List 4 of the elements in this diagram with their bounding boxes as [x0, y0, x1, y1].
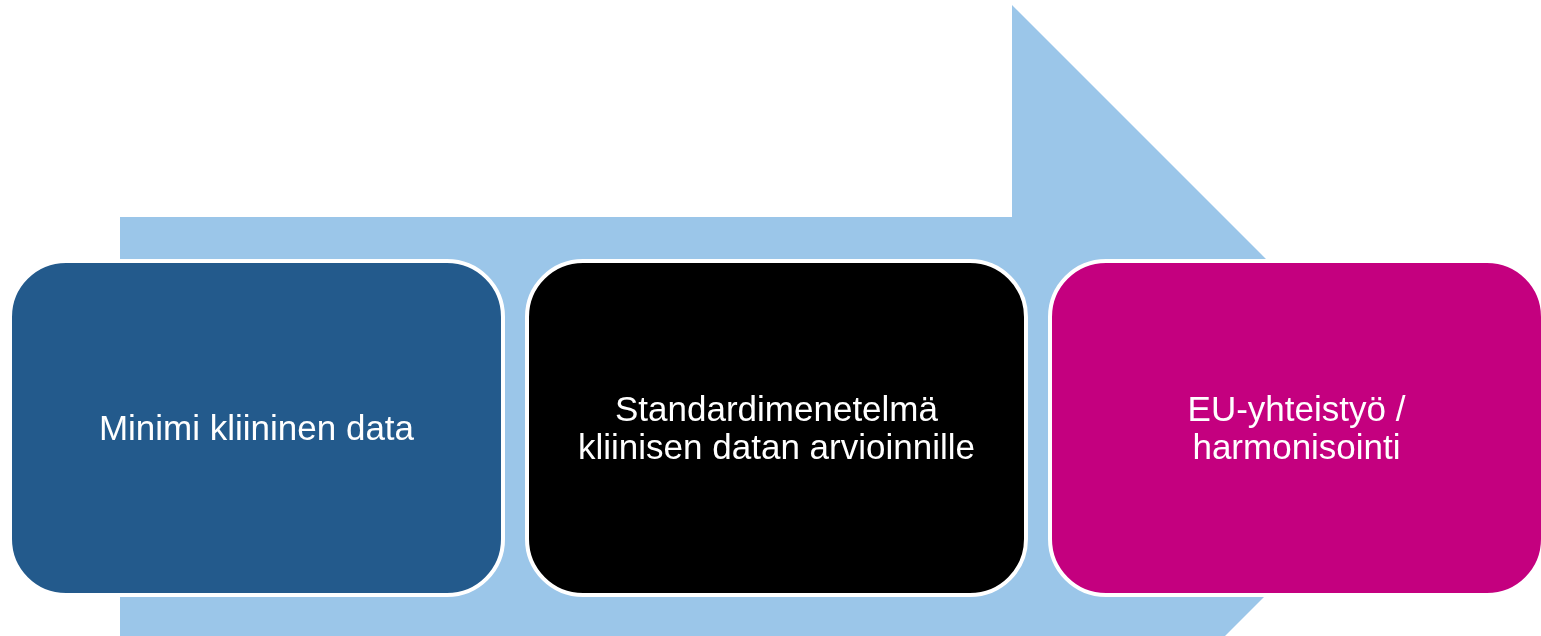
- box-label: Minimi kliininen data: [98, 408, 415, 448]
- box-label: EU-yhteistyö / harmonisointi: [1186, 389, 1407, 467]
- process-box: [525, 259, 1028, 597]
- box-label: Standardimenetelmä kliinisen datan arvioinnille: [577, 389, 976, 467]
